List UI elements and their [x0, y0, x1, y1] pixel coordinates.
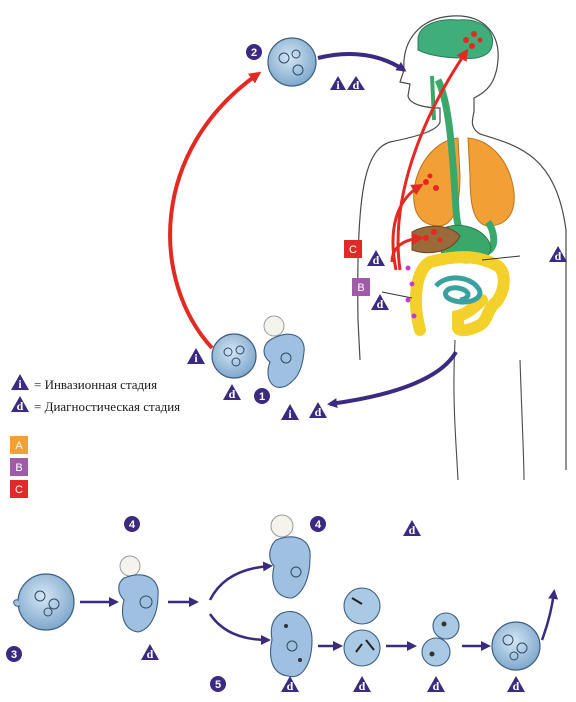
diagnostic-marker: d — [353, 676, 371, 693]
svg-text:= Диагностическая стадия: = Диагностическая стадия — [34, 399, 180, 414]
svg-text:d: d — [433, 679, 440, 693]
svg-text:d: d — [373, 253, 380, 267]
key-b: B — [10, 458, 28, 476]
diagnostic-marker: d — [141, 644, 159, 661]
infective-marker: i — [330, 76, 346, 92]
mature-cyst — [491, 621, 541, 671]
svg-text:C: C — [15, 484, 23, 496]
svg-text:1: 1 — [259, 391, 265, 403]
trophozoite-5 — [270, 611, 313, 678]
svg-text:d: d — [229, 387, 236, 401]
human-body — [357, 15, 567, 481]
cyst-stage-3 — [13, 573, 75, 631]
step-badge: 5 — [210, 676, 226, 692]
svg-text:d: d — [287, 679, 294, 693]
key-boxes: A B C — [10, 436, 28, 498]
svg-text:4: 4 — [129, 519, 136, 531]
infective-marker: i — [187, 348, 205, 365]
svg-text:C: C — [349, 244, 357, 256]
right-lung — [467, 137, 515, 227]
svg-text:d: d — [513, 679, 520, 693]
svg-text:d: d — [147, 647, 154, 661]
diagnostic-marker: d — [367, 250, 385, 267]
ingestion-arrow — [317, 52, 407, 72]
svg-text:4: 4 — [315, 519, 322, 531]
svg-text:= Инвазионная стадия: = Инвазионная стадия — [34, 377, 157, 392]
dividing-trophozoite — [343, 587, 381, 667]
small-intestine — [434, 275, 483, 305]
excysting-form — [118, 555, 159, 633]
svg-text:d: d — [353, 78, 360, 92]
transmission-arc — [168, 71, 262, 350]
svg-text:i: i — [18, 377, 22, 391]
key-a: A — [10, 436, 28, 454]
svg-text:d: d — [409, 523, 416, 537]
diagnostic-marker: d — [403, 520, 421, 537]
svg-text:i: i — [194, 351, 198, 365]
cyst-stage-2 — [267, 37, 317, 87]
encysting-trophozoite — [421, 612, 460, 667]
brain — [417, 19, 494, 59]
site-marker-c: C — [344, 240, 362, 258]
infective-marker: i — [281, 404, 299, 421]
site-marker-b: B — [352, 278, 370, 296]
step-badge: 4 — [310, 516, 326, 532]
diagnostic-marker: d — [281, 676, 299, 693]
step-badge: 3 — [6, 646, 22, 662]
svg-text:d: d — [17, 399, 24, 413]
legend-infective: i = Инвазионная стадия — [11, 374, 157, 392]
svg-text:A: A — [15, 440, 23, 452]
diagnostic-marker: d — [427, 676, 445, 693]
step-badge: 4 — [124, 516, 140, 532]
diagnostic-marker: d — [371, 294, 389, 311]
trophozoite-stage-1 — [263, 315, 305, 388]
svg-text:d: d — [359, 679, 366, 693]
svg-text:B: B — [357, 282, 364, 294]
excretion-arrow — [327, 350, 458, 409]
svg-text:i: i — [336, 78, 340, 92]
legend-diagnostic: d = Диагностическая стадия — [11, 396, 180, 414]
large-intestine — [409, 251, 510, 337]
svg-text:3: 3 — [11, 649, 17, 661]
diagnostic-marker: d — [549, 246, 567, 263]
step-badge: 1 — [254, 388, 270, 404]
svg-text:d: d — [555, 249, 562, 263]
svg-text:i: i — [288, 407, 292, 421]
svg-text:2: 2 — [251, 47, 257, 59]
svg-text:B: B — [15, 462, 22, 474]
diagnostic-marker: d — [309, 402, 327, 419]
dissemination-arrows — [390, 48, 469, 271]
svg-text:d: d — [377, 297, 384, 311]
svg-text:d: d — [315, 405, 322, 419]
cyst-stage-1 — [211, 333, 257, 379]
metacystic-form-4 — [269, 514, 311, 599]
infection-sites — [423, 31, 483, 243]
diagnostic-marker: d — [507, 676, 525, 693]
diagnostic-marker: d — [347, 76, 365, 92]
intestinal-ulcer-sites — [405, 265, 417, 319]
liver — [411, 225, 461, 254]
diagnostic-marker: d — [223, 384, 241, 401]
sequence-arrows — [80, 561, 559, 651]
step-badge: 2 — [246, 44, 262, 60]
svg-text:5: 5 — [215, 679, 221, 691]
key-c: C — [10, 480, 28, 498]
legend: i = Инвазионная стадия d = Диагностическ… — [11, 374, 180, 414]
